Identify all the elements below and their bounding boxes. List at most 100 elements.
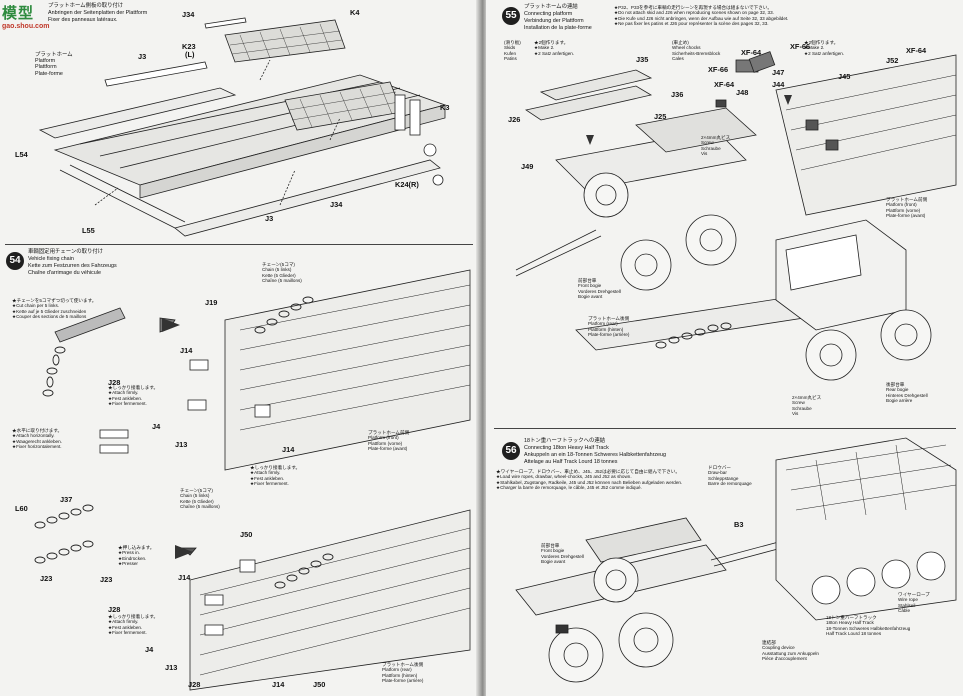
step-divider: [494, 428, 956, 429]
step56-title-jp: 18トン重ハーフトラックへの連結: [524, 438, 606, 444]
note-line: ★Fixer fermement.: [250, 481, 289, 487]
part-label: J37: [60, 495, 73, 504]
label-line: Cales: [672, 56, 684, 62]
label-line: Plattform (vorne): [368, 440, 403, 446]
step56-drawing: [515, 437, 957, 683]
left-page-artwork: [34, 17, 471, 691]
label-line: Kufen: [504, 50, 517, 56]
step54-platform-rear: プラットホーム後側 Platform (rear) Plattform (hin…: [382, 662, 423, 684]
part-label: J44: [772, 80, 785, 89]
note-line: ★Fixer fermement.: [108, 401, 147, 407]
step54-chain-label: チェーン(5コマ) Chain (5 links) Kette (5 Glied…: [262, 262, 302, 284]
label-line: Draw-bar: [708, 470, 727, 476]
part-label: J49: [521, 162, 534, 171]
step55-title-de: Verbindung der Plattform: [524, 18, 584, 24]
step55-platform-rear: プラットホーム後側 Platform (rear) Plattform (hin…: [588, 316, 629, 338]
part-label: L55: [82, 226, 95, 235]
note-line: ★Cut chain per 5 links.: [12, 303, 60, 309]
note-line: ★Attach firmly.: [108, 390, 139, 396]
note-line: ★Die Kufe und J26 nicht anbringen, wenn …: [614, 15, 789, 21]
step55-top-note: ★P32、P33を参考に車輌の走行シーンを再現する場合は組まないで下さい。 ★D…: [614, 5, 788, 27]
part-label: J35: [636, 55, 649, 64]
step54-horizontal-note: ★水平に取り付けます。 ★Attach horizontally. ★Waage…: [12, 428, 62, 450]
note-line: ★チェーンを5コマずつ切って使います。: [12, 298, 97, 303]
step56-title-en: Connecting 18ton Heavy Half Track: [524, 445, 609, 451]
step54-title-jp: 車輌固定用チェーンの取り付け: [28, 249, 104, 255]
note-line: ★ワイヤーロープ、ドロウバー、車止め、J45、J52は必要に応じて自由に組んで下…: [496, 469, 680, 474]
part-label: J13: [175, 440, 188, 449]
label-line: Platform (rear): [382, 667, 412, 673]
step56-wire-rope-label: ワイヤーロープ Wire rope Stahlseil Câble: [898, 592, 930, 614]
label-line: Bogie avant: [578, 294, 603, 300]
label-line: Stahlseil: [898, 602, 916, 608]
label-line: Plattform (hinten): [382, 672, 418, 678]
right-page-artwork: [515, 51, 957, 683]
label-line: ワイヤーロープ: [898, 592, 930, 597]
part-label: XF-66: [708, 65, 729, 74]
note-line: ★Make 2.: [534, 45, 555, 51]
label-line: プラットホーム: [35, 52, 73, 58]
label-line: Vis: [792, 411, 799, 417]
step56-title-de: Ankuppeln an ein 18-Tonnen Schweres Halb…: [524, 452, 667, 458]
label-line: Plate-forme (arrière): [588, 332, 630, 338]
part-label: J28: [188, 680, 201, 689]
step54-press-note: ★押し込みます。 ★Press in. ★Eindrücken. ★Presse…: [118, 545, 154, 567]
label-line: Rear bogie: [886, 387, 909, 393]
left-page: 模型 gao.shou.com: [0, 0, 478, 696]
part-label: J28: [108, 378, 121, 387]
label-line: 18-Tonnen Schweres Halbkettenfahrzeug: [826, 625, 911, 631]
label-line: Platform (front): [886, 202, 917, 208]
label-line: Plate-forme (avant): [368, 446, 408, 452]
part-label: J19: [205, 298, 218, 307]
part-label: J13: [165, 663, 178, 672]
label-line: Front bogie: [541, 548, 565, 554]
note-line: ★Kette auf je 5 Glieder zuschneiden: [12, 308, 87, 314]
label-line: 18ton Heavy Half Track: [826, 620, 874, 626]
step-divider: [5, 244, 473, 245]
label-line: Patins: [504, 56, 517, 62]
label-line: Kette (5 Glieder): [262, 272, 296, 278]
watermark-logo: 模型 gao.shou.com: [2, 2, 49, 36]
label-line: 後部台車: [886, 382, 905, 387]
note-line: ★Ne pas fixer les patins et J26 pour rep…: [614, 21, 769, 27]
watermark-main: 模型: [2, 5, 35, 22]
label-line: (車止め): [672, 40, 689, 45]
part-label: J14: [178, 573, 191, 582]
label-line: Chain (5 links): [180, 493, 210, 499]
label-line: Platform: [35, 58, 56, 65]
step55-rear-bogie: 後部台車 Rear bogie Hinteres Drehgestell Bog…: [886, 382, 928, 404]
step55-make2-note-2: ★2個作ります。 ★Make 2. ★2 Satz anfertigen.: [804, 40, 844, 56]
note-line: ★2 Satz anfertigen.: [534, 50, 575, 56]
arrow-icon: [586, 135, 594, 145]
part-label: J50: [313, 680, 326, 689]
part-label: XF-66: [790, 42, 811, 51]
label-line: Kette (5 Glieder): [180, 498, 214, 504]
note-line: ★Fest ankleben.: [250, 475, 285, 481]
label-line: Bogie arrière: [886, 398, 913, 404]
label-line: Platform (rear): [588, 321, 618, 327]
label-line: プラットホーム前側: [368, 430, 410, 435]
label-line: Vorderes Drehgestell: [578, 288, 621, 294]
part-label: (L): [185, 50, 195, 59]
right-page: 55 プラットホームの連結 Connecting platform Verbin…: [486, 0, 963, 696]
note-line: ★Waagerecht ankleben.: [12, 438, 62, 444]
note-line: ★Attach firmly.: [250, 470, 281, 476]
step54-attach-note-3: ★しっかり接着します。 ★Attach firmly. ★Fest ankleb…: [108, 614, 158, 636]
step54-upper-drawing: [42, 269, 471, 471]
part-label: J34: [182, 10, 195, 19]
label-line: Chaîne (5 maillons): [180, 504, 220, 510]
note-line: ★P32、P33を参考に車輌の走行シーンを再現する場合は組まないで下さい。: [614, 5, 772, 10]
part-label: J3: [265, 214, 274, 223]
note-line: ★2個作ります。: [804, 40, 839, 45]
part-label: J52: [886, 56, 899, 65]
label-line: Hinteres Drehgestell: [886, 392, 928, 398]
note-line: ★Press in.: [118, 550, 140, 556]
page-gutter: [476, 0, 488, 696]
step56-coupling-label: 連結部 Coupling device Ausstattung zum Anku…: [762, 640, 819, 662]
step55-title-jp: プラットホームの連結: [524, 4, 578, 10]
part-label: J50: [240, 530, 253, 539]
step53-title-jp: プラットホーム側板の取り付け: [48, 3, 124, 9]
label-line: Plate-forme: [35, 70, 63, 77]
part-label: J23: [40, 574, 53, 583]
label-line: Screw: [792, 400, 805, 406]
